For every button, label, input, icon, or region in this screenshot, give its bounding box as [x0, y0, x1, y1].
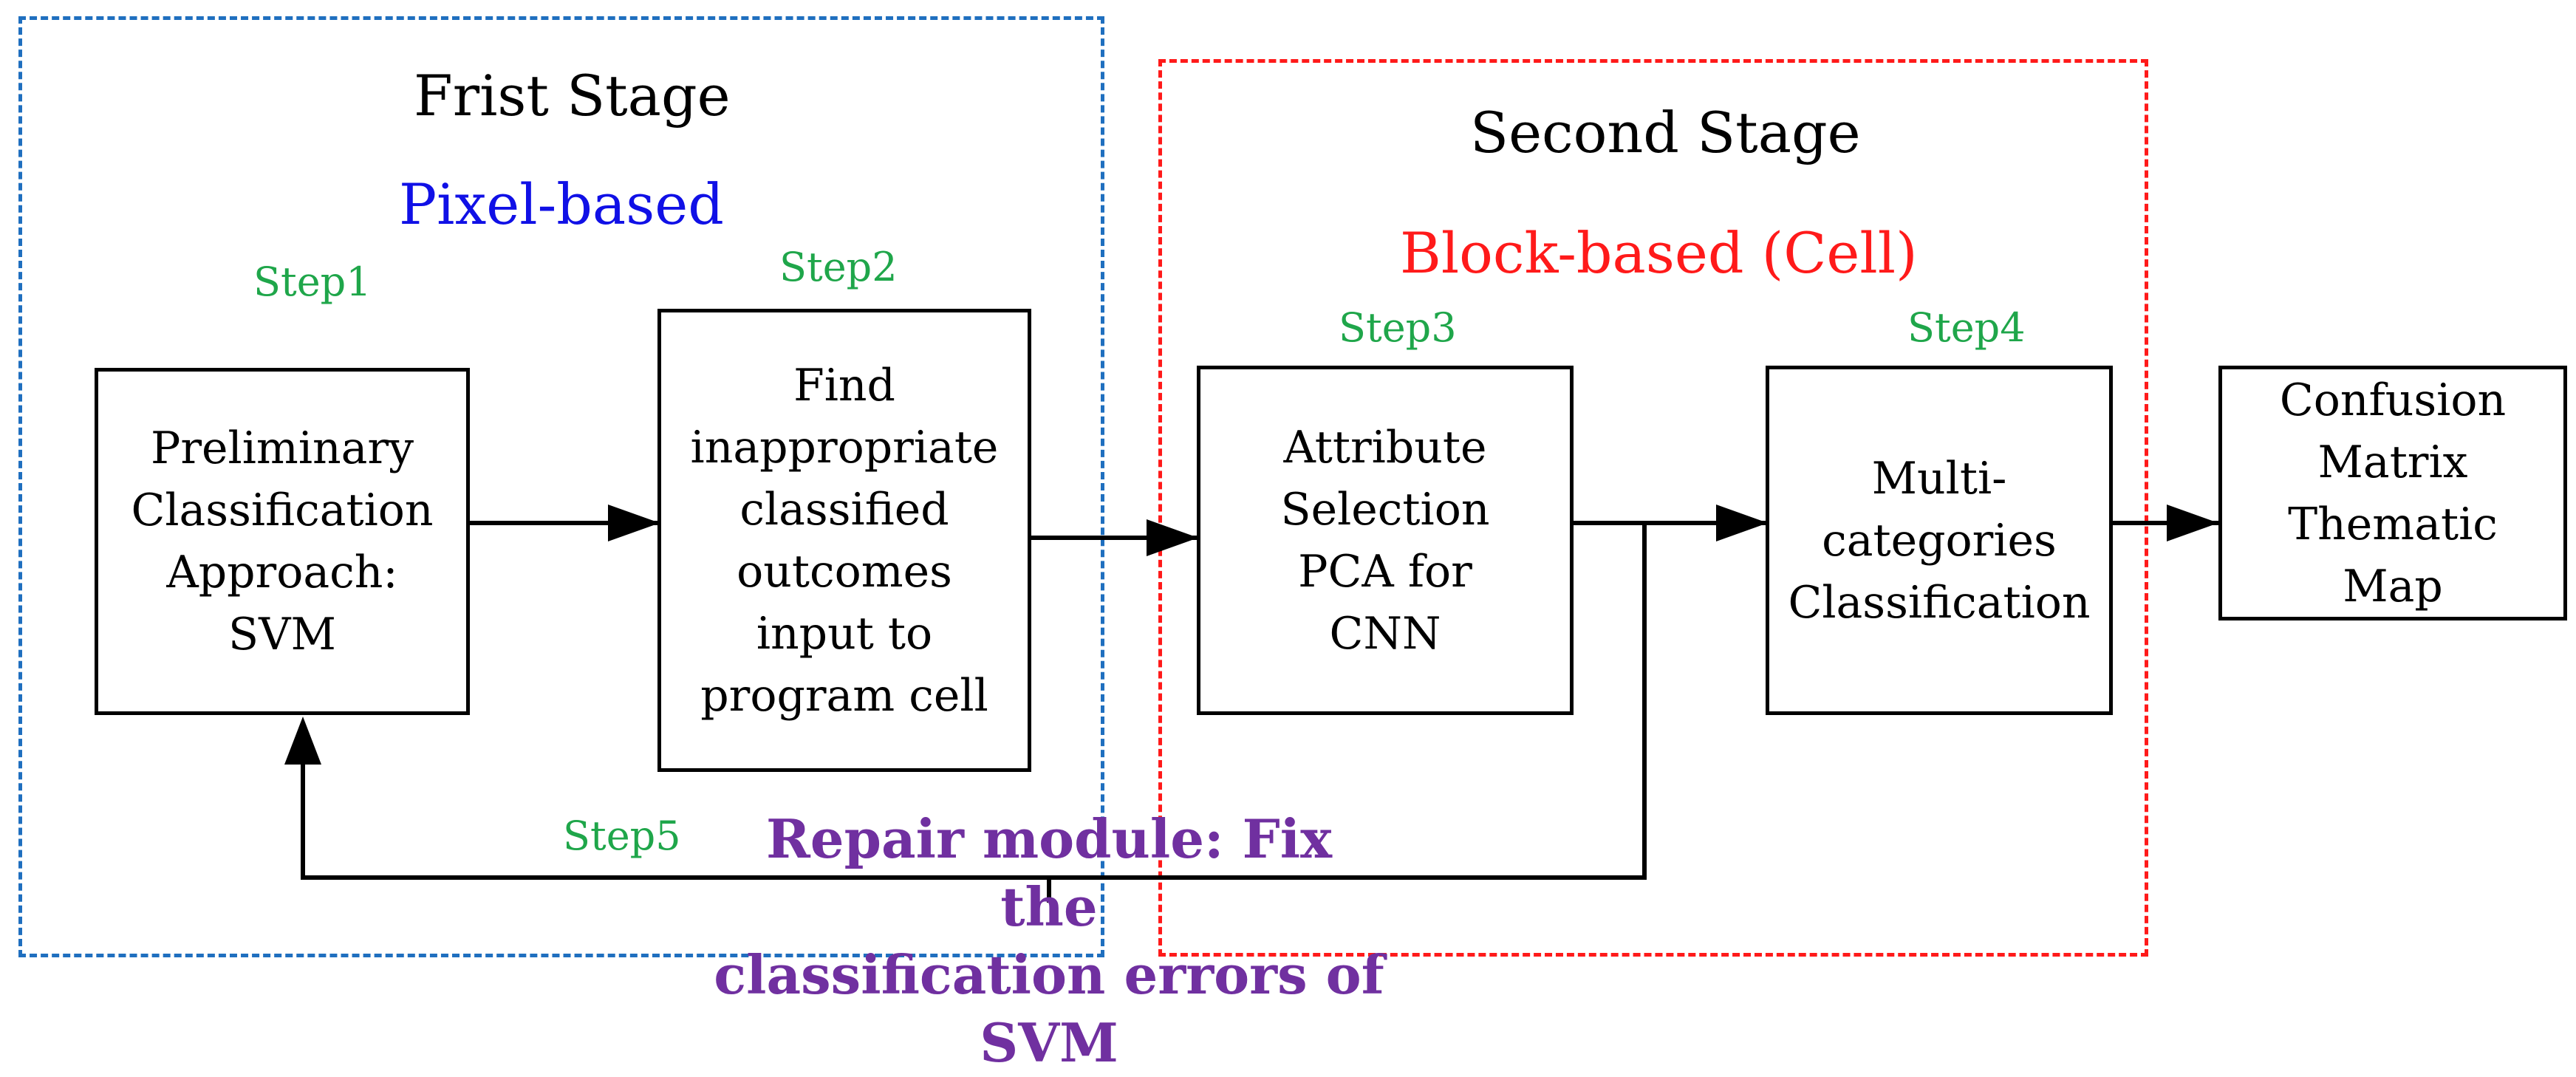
- step4-label: Step4: [1907, 304, 2026, 351]
- find-inappropriate-box: Find inappropriate classified outcomes i…: [657, 309, 1031, 772]
- svm-classification-label: Preliminary Classification Approach: SVM: [131, 423, 434, 660]
- confusion-matrix-box: Confusion Matrix Thematic Map: [2218, 366, 2567, 620]
- block-based-label: Block-based (Cell): [1400, 220, 1918, 286]
- step3-label: Step3: [1339, 304, 1457, 351]
- arrowhead-confusion: [2167, 505, 2218, 541]
- first-stage-title: Frist Stage: [414, 63, 731, 129]
- arrowhead-attribute: [1147, 519, 1198, 556]
- arrowhead-find: [608, 505, 660, 541]
- find-inappropriate-label: Find inappropriate classified outcomes i…: [690, 359, 999, 722]
- repair-module-label: Repair module: Fix the classification er…: [714, 807, 1384, 1074]
- multi-categories-label: Multi- categories Classification: [1788, 452, 2091, 629]
- arrowhead-svm: [284, 717, 321, 765]
- first-stage-container: [18, 16, 1104, 957]
- feedback-loop-line: [301, 523, 1647, 880]
- multi-categories-box: Multi- categories Classification: [1766, 366, 2113, 715]
- pixel-based-label: Pixel-based: [399, 171, 724, 237]
- step2-label: Step2: [779, 244, 898, 290]
- second-stage-container: [1158, 59, 2148, 957]
- attribute-selection-box: Attribute Selection PCA for CNN: [1197, 366, 1574, 715]
- second-stage-title: Second Stage: [1470, 100, 1861, 165]
- confusion-matrix-label: Confusion Matrix Thematic Map: [2279, 374, 2507, 612]
- attribute-selection-label: Attribute Selection PCA for CNN: [1280, 421, 1490, 660]
- svm-classification-box: Preliminary Classification Approach: SVM: [95, 368, 470, 715]
- step5-label: Step5: [563, 813, 681, 859]
- step1-label: Step1: [253, 259, 372, 305]
- connector-lines: [284, 505, 2218, 903]
- arrowhead-multi: [1716, 505, 1768, 541]
